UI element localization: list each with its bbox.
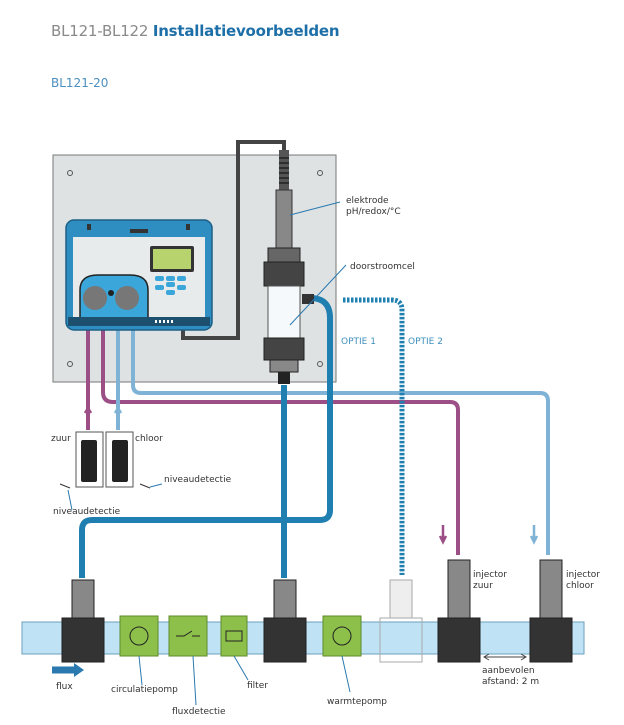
option2-hose [343,297,405,575]
option1-return-hose [79,295,333,578]
heat-pump [322,615,362,657]
chlorine-label: chloor [135,434,163,444]
filter-label: filter [247,681,268,691]
electrode-cable [181,140,286,340]
option1-label: OPTIE 1 [341,337,376,347]
chemical-canisters [59,405,163,511]
distance-arrow [483,653,527,661]
pipe-components [119,615,362,657]
valves [61,559,573,663]
page-title: BL121-BL122 Installatievoorbeelden [51,22,340,40]
acid-injector-arrow [438,525,448,545]
filter-box [220,615,248,657]
title-prefix: BL121-BL122 [51,22,149,40]
level-detection-left-label: niveaudetectie [53,507,121,517]
model-subtitle: BL121-20 [51,76,109,90]
level-detection-right-label: niveaudetectie [164,475,232,485]
option2-label: OPTIE 2 [408,337,443,347]
chlorine-discharge-hose [131,325,550,555]
flux-label: flux [56,682,73,692]
circulation-pump-label: circulatiepomp [111,685,178,695]
heat-pump-label: warmtepomp [327,697,387,707]
flow-detection-label: fluxdetectie [172,707,226,717]
chlorine-injector-arrow [529,525,539,545]
flow-cell [263,247,314,384]
circulation-pump [119,615,159,657]
sample-water-hoses [79,295,333,578]
flow-switch [168,615,208,657]
title-main: Installatievoorbeelden [152,22,340,40]
electrode [275,150,293,249]
flow-cell-label: doorstroomcel [350,262,415,272]
controller-unit [65,219,213,331]
acid-label: zuur [51,434,71,444]
